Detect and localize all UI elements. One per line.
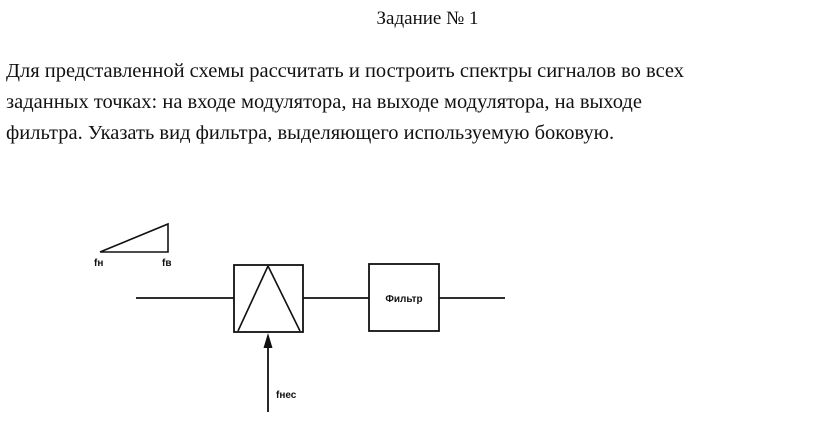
label-f-low: fн [94,258,103,269]
carrier-arrow [263,333,273,412]
label-f-high: fв [162,258,171,269]
task-line-2: заданных точках: на входе модулятора, на… [6,91,642,113]
task-text: Для представленной схемы рассчитать и по… [6,56,821,149]
task-line-1: Для представленной схемы рассчитать и по… [6,60,685,82]
filter-label: Фильтр [385,294,422,305]
document-title: Задание № 1 [376,8,479,29]
modulator-block [233,264,304,333]
task-line-3: фильтра. Указать вид фильтра, выделяющег… [6,122,615,144]
label-f-carrier: fнес [276,390,297,401]
filter-block: Фильтр [368,263,440,332]
input-spectrum-triangle [99,222,169,253]
